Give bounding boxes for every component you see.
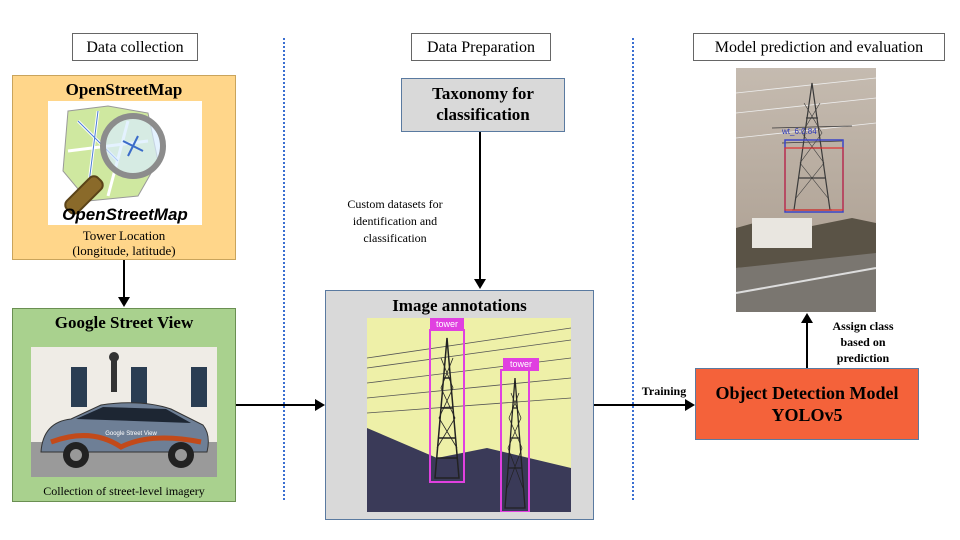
street-view-car-text: Google Street View [105,431,157,437]
assign-class-line2: based on [840,335,886,349]
street-view-car-image [31,347,217,477]
divider-left [283,38,285,500]
openstreetmap-title: OpenStreetMap [65,80,183,99]
tower-location-coords-text: (longitude, latitude) [72,243,176,258]
prediction-result-image: wt_6:0.84 [732,68,880,312]
openstreetmap-logo: OpenStreetMap [48,101,202,225]
arrow-osm-to-gsv-head [118,297,130,307]
arrow-annotations-to-model-head [685,399,695,411]
assign-class-line1: Assign class [832,319,894,333]
arrow-taxonomy-to-annotations-head [474,279,486,289]
prediction-tower-image [732,68,880,312]
arrow-model-to-prediction-head [801,313,813,323]
section-label-data-collection: Data collection [72,33,198,61]
custom-datasets-line2: identification and [352,214,438,228]
openstreetmap-box: OpenStreetMap OpenStreetMap Tower Locati… [12,75,236,260]
arrow-annotations-to-model [594,404,686,406]
google-street-view-photo: Google Street View [31,347,217,477]
arrow-osm-to-gsv [123,260,125,298]
google-street-view-box: Google Street View Google Street View Co… [12,308,236,502]
image-annotations-title: Image annotations [392,296,527,315]
annotation-label-tower-1: tower [435,319,458,329]
taxonomy-title-line2: classification [436,105,530,124]
arrow-gsv-to-annotations-head [315,399,325,411]
google-street-view-title: Google Street View [54,313,194,332]
section-label-model-prediction: Model prediction and evaluation [693,33,945,61]
arrow-taxonomy-to-annotations [479,132,481,280]
taxonomy-box: Taxonomy for classification [401,78,565,132]
annotation-label-tower-2: tower [509,359,532,369]
custom-datasets-line1: Custom datasets for [347,197,443,211]
object-detection-model-yolo: YOLOv5 [771,405,843,425]
divider-right [632,38,634,500]
google-street-view-caption: Collection of street-level imagery [43,484,205,498]
annotated-tower-image: tower tower [367,318,571,512]
tower-annotation-image [367,318,571,512]
training-label: Training [641,384,687,398]
arrow-gsv-to-annotations [236,404,316,406]
arrow-model-to-prediction [806,322,808,368]
tower-location-text: Tower Location [82,228,166,243]
section-label-data-preparation: Data Preparation [411,33,551,61]
openstreetmap-logo-text: OpenStreetMap [62,205,188,224]
assign-class-line3: prediction [836,351,890,365]
custom-datasets-line3: classification [363,231,427,245]
image-annotations-box: Image annotations tower tower [325,290,594,520]
object-detection-model-box: Object Detection Model YOLOv5 [695,368,919,440]
object-detection-model-title: Object Detection Model [715,383,899,403]
prediction-confidence-label: wt_6:0.84 [782,127,817,136]
taxonomy-title-line1: Taxonomy for [432,84,534,103]
osm-map-icon [62,105,166,215]
